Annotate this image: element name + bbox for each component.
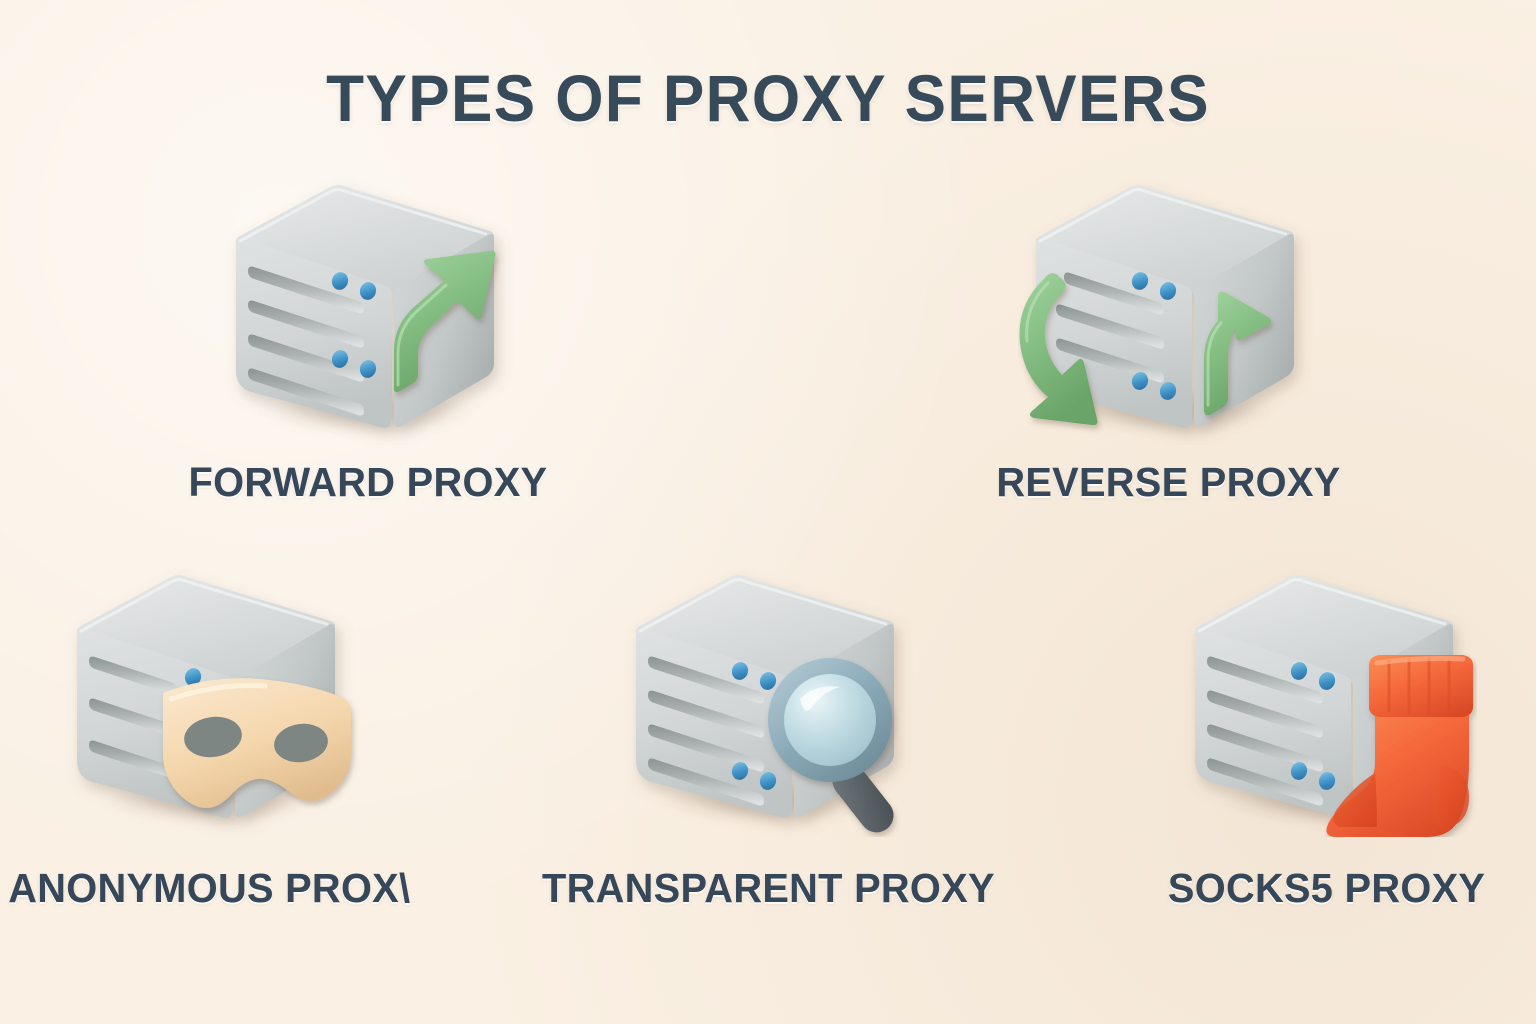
reverse-proxy-icon-wrap	[1018, 175, 1318, 445]
server-cube-two-arrows-icon	[1019, 185, 1294, 428]
transparent-proxy-icon-wrap	[618, 565, 918, 837]
item-label: REVERSE PROXY	[995, 459, 1341, 505]
item-anonymous-proxy[interactable]: ANONYMOUS PROX\	[0, 565, 418, 912]
item-label: TRANSPARENT PROXY	[541, 865, 995, 911]
forward-proxy-icon-wrap	[218, 175, 518, 445]
item-label: SOCKS5 PROXY	[1168, 865, 1486, 911]
server-cube-arrow-up-right-icon	[235, 185, 496, 428]
server-cube-mask-icon	[76, 575, 351, 818]
item-forward-proxy[interactable]: FORWARD PROXY	[158, 175, 578, 506]
item-reverse-proxy[interactable]: REVERSE PROXY	[958, 175, 1378, 506]
item-socks5-proxy[interactable]: SOCKS5 PROXY	[1118, 565, 1536, 912]
icon-row-bottom: ANONYMOUS PROX\	[0, 565, 1536, 912]
socks5-proxy-icon-wrap	[1177, 565, 1477, 837]
item-label: FORWARD PROXY	[188, 459, 548, 505]
icon-row-top: FORWARD PROXY	[0, 175, 1536, 506]
server-cube-magnifier-icon	[635, 575, 894, 833]
item-label: ANONYMOUS PROX\	[7, 865, 411, 911]
item-transparent-proxy[interactable]: TRANSPARENT PROXY	[542, 565, 994, 912]
anonymous-proxy-icon-wrap	[59, 565, 359, 837]
server-cube-sock-icon	[1194, 575, 1473, 837]
page-title: TYPES OF PROXY SERVERS	[326, 61, 1210, 135]
